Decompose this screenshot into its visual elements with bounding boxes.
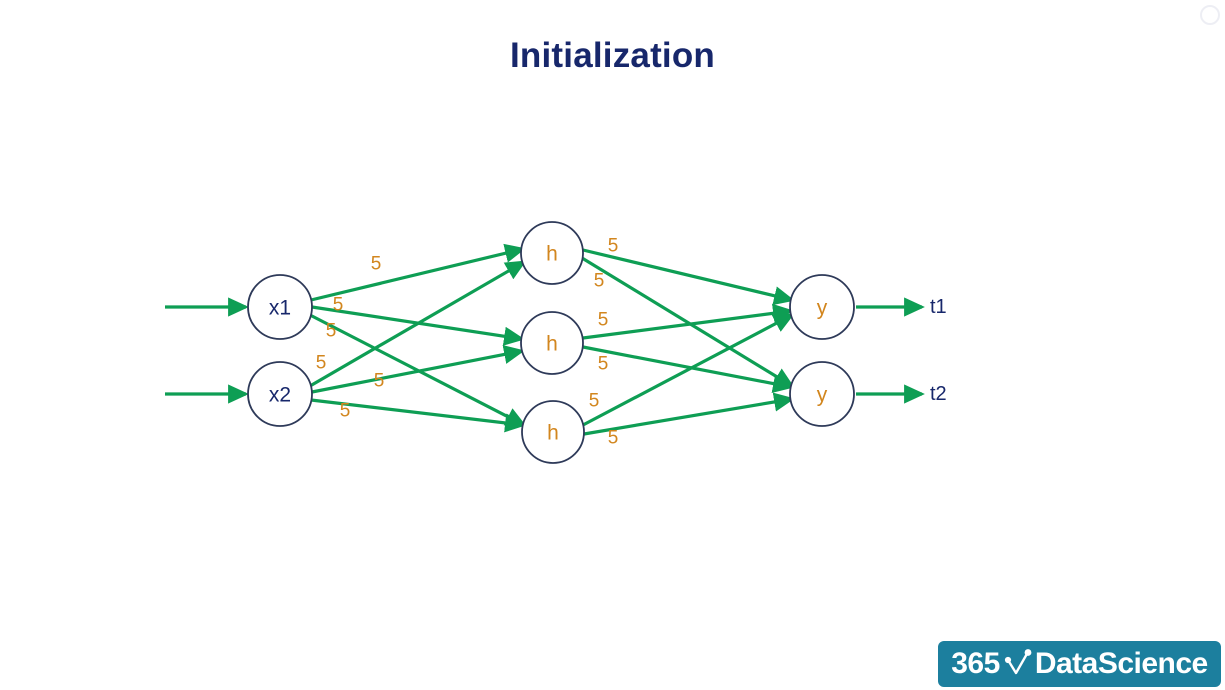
weight-label-h3-y2: 5 [608,428,619,449]
input-arrows-group [165,297,249,404]
weight-label-h1-y2: 5 [594,271,605,292]
edge-h3-y1 [582,313,795,427]
edge-h2-y2 [582,345,794,394]
hidden-node-1[interactable] [520,221,584,285]
network-check-icon [1004,649,1032,675]
weight-label-h2-y1: 5 [598,310,609,331]
weight-label-x2-h2: 5 [374,371,385,392]
target-labels-group: t1 t2 [930,296,947,405]
input-node-2[interactable] [247,361,313,427]
weight-label-x2-h1: 5 [316,353,327,374]
edge-x2-h1 [309,260,527,388]
output-arrows-group [856,297,925,404]
hidden-node-label-1: h [546,243,558,266]
edge-h1-y1 [582,248,795,306]
hidden-output-edges-group [581,248,795,436]
weight-label-x1-h3: 5 [326,321,337,342]
weight-label-h1-y1: 5 [608,236,619,257]
output-node-label-1: y [817,297,828,320]
output-node-label-2: y [817,384,828,407]
edge-x2-h3 [310,398,526,433]
weight-label-x1-h1: 5 [371,254,382,275]
input-node-label-1: x1 [269,297,291,320]
input-hidden-edges-group [309,243,527,433]
nodes-group: x1 x2 h h h y y [247,221,855,464]
target-label-2: t2 [930,383,947,405]
output-node-1[interactable] [789,274,855,340]
edge-h2-y1 [582,303,794,340]
input-node-1[interactable] [247,274,313,340]
hidden-node-2[interactable] [520,311,584,375]
logo-text-datascience: DataScience [1034,647,1208,680]
weight-label-x1-h2: 5 [333,295,344,316]
corner-watermark-icon [1200,5,1220,25]
hidden-node-3[interactable] [521,400,585,464]
edge-h1-y2 [581,256,795,388]
target-label-1: t1 [930,296,947,318]
input-node-label-2: x2 [269,384,291,407]
weight-label-h2-y2: 5 [598,354,609,375]
weight-label-x2-h3: 5 [340,401,351,422]
output-node-2[interactable] [789,361,855,427]
logo-text-365: 365 [951,647,1000,680]
edge-h3-y2 [583,392,795,436]
page-title: Initialization [509,36,716,75]
hidden-node-label-3: h [547,422,559,445]
hidden-node-label-2: h [546,333,558,356]
weight-label-h3-y1: 5 [589,391,600,412]
edge-x1-h1 [310,243,526,302]
edge-x2-h2 [311,345,525,394]
brand-logo[interactable]: 365 DataScience [938,641,1221,687]
